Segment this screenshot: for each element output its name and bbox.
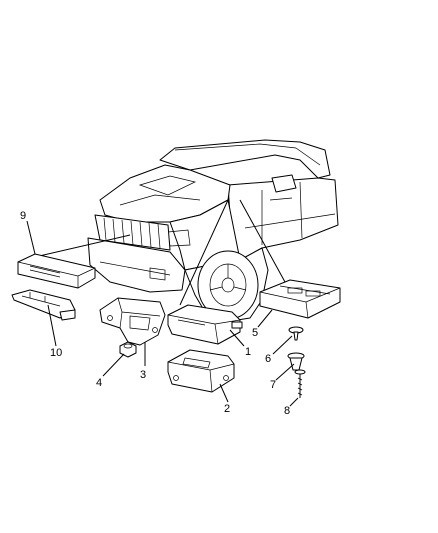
- part-5-body-module: [259, 279, 341, 319]
- callout-1: 1: [245, 346, 251, 358]
- vehicle-illustration: [87, 139, 339, 323]
- leader-lines: [34, 199, 286, 306]
- part-8-screw: [294, 369, 306, 398]
- callout-4: 4: [96, 377, 102, 389]
- part-1-control-module: [167, 304, 243, 345]
- callout-leaders: [26, 220, 299, 407]
- callout-3: 3: [140, 369, 146, 381]
- part-9-module: [17, 253, 96, 289]
- callout-6: 6: [265, 353, 271, 365]
- callout-10: 10: [50, 347, 62, 359]
- callout-8: 8: [284, 405, 290, 417]
- part-10-bracket: [11, 289, 76, 321]
- part-3-bracket-assembly: [99, 297, 166, 346]
- callout-5: 5: [252, 327, 258, 339]
- part-2-module: [167, 349, 235, 393]
- part-6-push-pin: [288, 326, 304, 341]
- callout-7: 7: [270, 379, 276, 391]
- callout-2: 2: [224, 403, 230, 415]
- part-4-nut: [119, 341, 137, 358]
- callout-9: 9: [20, 210, 26, 222]
- callout-labels: 9 10 4 3 1 2 5 6 7 8: [20, 210, 290, 417]
- grille-slats: [103, 217, 161, 249]
